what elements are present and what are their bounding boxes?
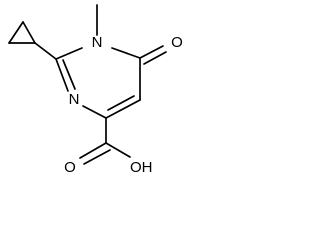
atom-label-n3: N [69,91,80,108]
bond-c5-c4-b [107,95,135,111]
bond-c6-o-keto-b [143,51,167,65]
bond-cp-to-c2 [34,42,57,60]
bond-n3-c2-b [62,59,76,90]
bond-c-o-acid-a [79,142,107,159]
bond-c2-n1 [55,47,83,60]
bond-cp-b [8,21,24,44]
background [0,0,192,191]
pyrimidinone-ring [34,4,167,119]
atom-label-oh-acid: OH [130,159,153,176]
cyclopropyl-group [8,21,36,44]
bond-c4-n3 [82,105,107,119]
carboxylic-acid-group [79,117,131,165]
bond-n1-c6 [111,47,141,59]
bond-c5-c4-a [105,99,141,119]
bond-c-oh [105,142,131,158]
bond-n3-c2-a [55,58,69,92]
atom-label-n1: N [92,34,103,51]
bond-c6-o-keto-a [139,45,164,59]
bond-c-o-acid-b [83,149,111,165]
atom-label-o-keto: O [171,34,183,51]
atom-label-o-acid: O [64,159,76,176]
structure-diagram: N N O O OH [0,0,192,191]
bond-cp-c [22,21,36,44]
